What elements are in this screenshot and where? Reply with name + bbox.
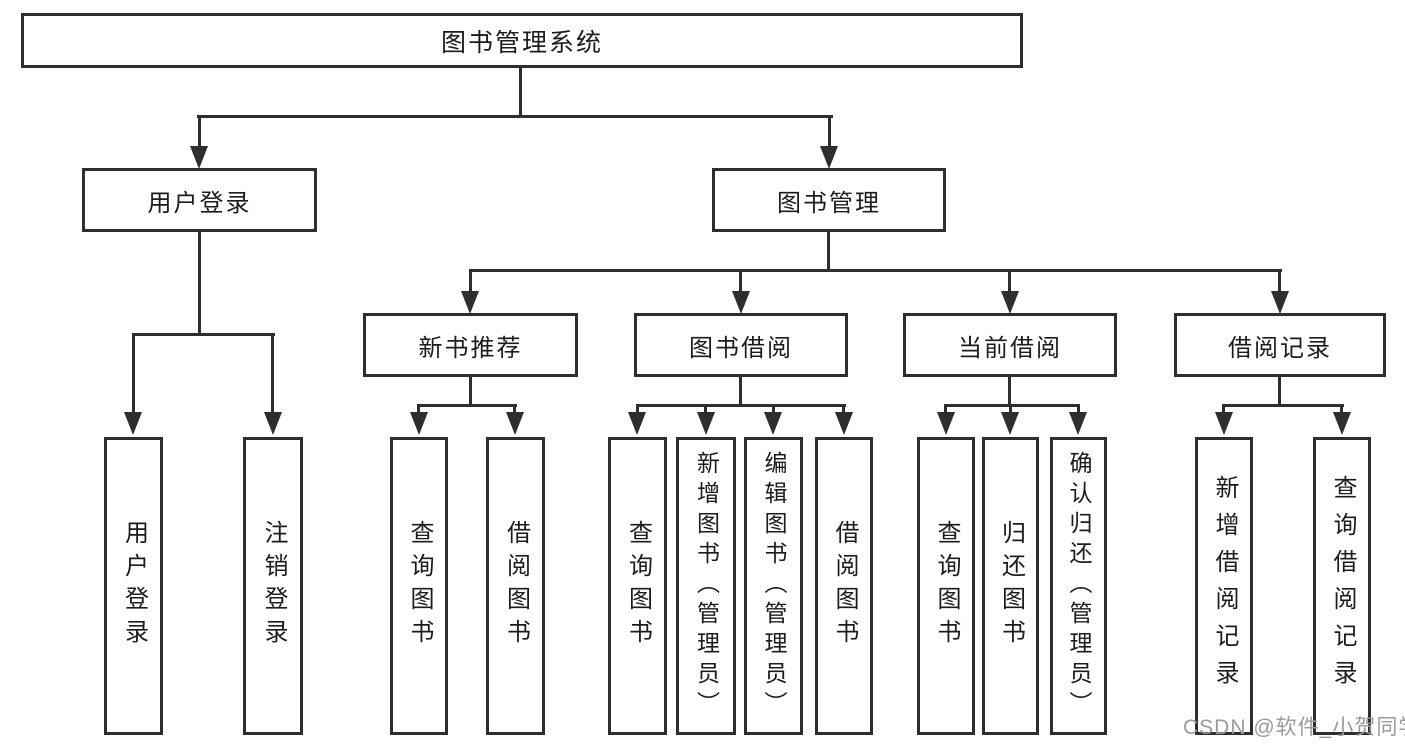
leaf-return-books-label: 归还图书	[997, 520, 1025, 652]
arrow-down-icon	[697, 412, 715, 435]
connector-level3-drop	[1008, 269, 1011, 293]
connector-level3-drop	[1278, 269, 1281, 293]
leaf-query-books-borrow-label: 查询图书	[624, 520, 652, 652]
connector-leaf-drop	[271, 333, 274, 413]
leaf-query-borrow-record-label: 查询借阅记录	[1329, 475, 1356, 697]
arrow-down-icon	[820, 146, 838, 169]
connector-book-borrow-branch	[636, 404, 846, 407]
connector-root-branch	[197, 115, 833, 118]
arrow-down-icon	[1001, 412, 1019, 435]
leaf-user-login-label: 用户登录	[120, 520, 148, 652]
node-book-borrow-label: 图书借阅	[689, 334, 793, 362]
arrow-down-icon	[410, 412, 428, 435]
leaf-add-borrow-record-label: 新增借阅记录	[1211, 475, 1238, 697]
arrow-down-icon	[1271, 291, 1289, 314]
arrow-down-icon	[764, 412, 782, 435]
node-user-login: 用户登录	[82, 168, 317, 232]
arrow-down-icon	[1069, 412, 1087, 435]
connector-book-management-stem	[827, 232, 830, 271]
arrow-down-icon	[732, 291, 750, 314]
arrow-down-icon	[264, 412, 282, 435]
connector-leaf-drop	[417, 404, 420, 414]
arrow-down-icon	[835, 412, 853, 435]
arrow-down-icon	[124, 412, 142, 435]
node-book-management: 图书管理	[712, 168, 946, 232]
connector-leaf-drop	[636, 404, 639, 414]
node-book-borrow: 图书借阅	[634, 313, 848, 377]
node-new-book-recommend-label: 新书推荐	[418, 334, 523, 362]
arrow-down-icon	[1333, 412, 1351, 435]
arrow-down-icon	[1215, 412, 1233, 435]
leaf-edit-books-admin: 编辑图书（管理员）	[744, 437, 803, 735]
connector-borrow-records-stem	[1278, 377, 1281, 407]
connector-book-management-drop	[828, 115, 831, 148]
leaf-query-books-current: 查询图书	[917, 437, 975, 735]
csdn-watermark: CSDN @软件_小贺同学	[1183, 716, 1405, 739]
node-borrow-records: 借阅记录	[1174, 313, 1386, 377]
connector-root-stem	[519, 68, 522, 117]
leaf-borrow-books-borrow: 借阅图书	[815, 437, 873, 735]
leaf-query-borrow-record: 查询借阅记录	[1313, 437, 1371, 735]
connector-leaf-drop	[704, 404, 707, 414]
connector-user-login-stem	[198, 232, 201, 335]
node-root-label: 图书管理系统	[440, 28, 603, 57]
node-user-login-label: 用户登录	[147, 189, 252, 217]
connector-leaf-drop	[772, 404, 775, 414]
leaf-add-books-admin-label: 新增图书（管理员）	[693, 451, 720, 721]
leaf-borrow-books-newbook: 借阅图书	[486, 437, 545, 735]
leaf-logout: 注销登录	[243, 437, 303, 735]
node-new-book-recommend: 新书推荐	[363, 313, 578, 377]
leaf-query-books-current-label: 查询图书	[933, 520, 960, 652]
connector-leaf-drop	[132, 333, 135, 413]
leaf-borrow-books-newbook-label: 借阅图书	[502, 520, 530, 652]
connector-current-borrow-branch	[944, 404, 1080, 407]
arrow-down-icon	[1001, 291, 1019, 314]
connector-borrow-records-branch	[1222, 404, 1344, 407]
connector-new-book-stem	[469, 377, 472, 407]
arrow-down-icon	[506, 412, 524, 435]
node-book-management-label: 图书管理	[777, 189, 881, 217]
leaf-query-books-borrow: 查询图书	[608, 437, 667, 735]
leaf-borrow-books-borrow-label: 借阅图书	[831, 520, 858, 652]
leaf-query-books-newbook-label: 查询图书	[406, 520, 433, 652]
connector-leaf-drop	[1222, 404, 1225, 414]
leaf-logout-label: 注销登录	[260, 520, 287, 652]
node-current-borrow: 当前借阅	[903, 313, 1117, 377]
arrow-down-icon	[190, 146, 208, 169]
node-root: 图书管理系统	[21, 13, 1023, 68]
leaf-add-borrow-record: 新增借阅记录	[1195, 437, 1253, 735]
connector-leaf-drop	[944, 404, 947, 414]
arrow-down-icon	[628, 412, 646, 435]
connector-leaf-drop	[1077, 404, 1080, 414]
connector-current-borrow-stem	[1008, 377, 1011, 407]
leaf-confirm-return-admin: 确认归还（管理员）	[1050, 437, 1107, 735]
connector-book-management-branch	[469, 269, 1282, 272]
leaf-confirm-return-admin-label: 确认归还（管理员）	[1066, 451, 1092, 721]
arrow-down-icon	[937, 412, 955, 435]
arrow-down-icon	[461, 291, 479, 314]
connector-book-borrow-stem	[739, 377, 742, 407]
connector-leaf-drop	[1340, 404, 1343, 414]
node-borrow-records-label: 借阅记录	[1228, 334, 1332, 362]
leaf-query-books-newbook: 查询图书	[390, 437, 448, 735]
connector-level3-drop	[739, 269, 742, 293]
connector-user-login-drop	[198, 115, 201, 148]
node-current-borrow-label: 当前借阅	[958, 334, 1062, 362]
connector-level3-drop	[469, 269, 472, 293]
leaf-edit-books-admin-label: 编辑图书（管理员）	[761, 451, 787, 721]
leaf-user-login: 用户登录	[104, 437, 163, 735]
connector-leaf-drop	[513, 404, 516, 414]
leaf-return-books: 归还图书	[982, 437, 1039, 735]
connector-leaf-drop	[1009, 404, 1012, 414]
connector-leaf-drop	[842, 404, 845, 414]
leaf-add-books-admin: 新增图书（管理员）	[676, 437, 736, 735]
connector-new-book-branch	[417, 404, 517, 407]
connector-user-login-branch	[132, 333, 275, 336]
